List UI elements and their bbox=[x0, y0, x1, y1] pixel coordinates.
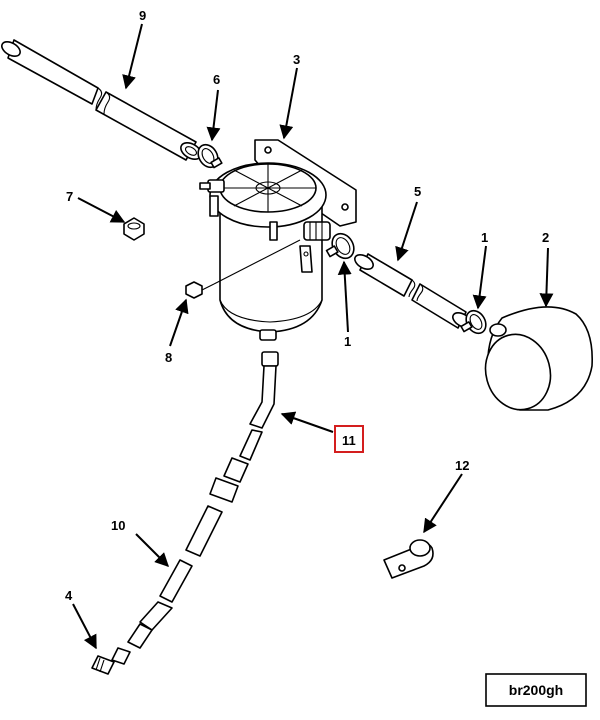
drain-tube bbox=[239, 351, 279, 461]
p-clip bbox=[383, 539, 434, 579]
drawing-id-box bbox=[485, 673, 587, 707]
hose-clamp-gauge bbox=[460, 309, 487, 335]
hose-clamp-outlet bbox=[325, 232, 355, 260]
callout-3: 3 bbox=[293, 52, 300, 67]
callout-12: 12 bbox=[455, 458, 469, 473]
lower-line bbox=[127, 457, 249, 649]
hose-upper-left bbox=[1, 39, 202, 161]
cap-nut bbox=[123, 217, 145, 241]
callout-5: 5 bbox=[414, 184, 421, 199]
callout-9: 9 bbox=[139, 8, 146, 23]
bolt-small bbox=[185, 239, 301, 299]
drawing-id: br200gh bbox=[509, 682, 563, 698]
leader-lines bbox=[72, 23, 554, 650]
callout-7: 7 bbox=[66, 189, 73, 204]
hose-right bbox=[354, 253, 472, 329]
gauge-cylinder bbox=[484, 306, 593, 411]
callout-4: 4 bbox=[65, 588, 73, 603]
callout-1-outlet: 1 bbox=[344, 334, 351, 349]
callout-6: 6 bbox=[213, 72, 220, 87]
callout-10: 10 bbox=[111, 518, 125, 533]
callout-1-gauge: 1 bbox=[481, 230, 488, 245]
callout-8: 8 bbox=[165, 350, 172, 365]
callout-2: 2 bbox=[542, 230, 549, 245]
highlight-box bbox=[334, 425, 364, 453]
hose-clamp-upper bbox=[197, 143, 223, 169]
elbow-fitting bbox=[91, 647, 131, 675]
filter-assembly bbox=[199, 139, 357, 341]
callout-11[interactable]: 11 bbox=[342, 433, 356, 448]
